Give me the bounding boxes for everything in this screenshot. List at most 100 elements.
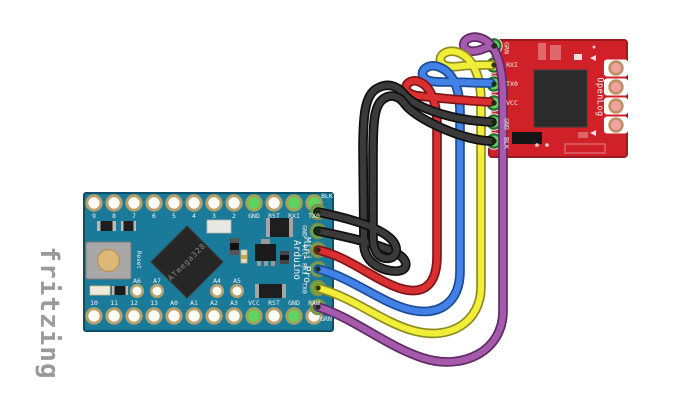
pin-arduino-top-8	[105, 194, 123, 212]
wire-core	[314, 34, 507, 365]
regulator-leg	[271, 261, 275, 266]
silkscreen-mark	[574, 54, 582, 60]
wire-plug-hole	[315, 209, 321, 215]
pin-label-arduino-right-GRN: GRN	[320, 314, 332, 323]
pin-label-arduino-top-4: 4	[192, 211, 196, 220]
smd-resistor-body	[123, 221, 134, 231]
pin-arduino-top-9	[85, 194, 103, 212]
header-hole	[608, 79, 624, 95]
pin-label-arduino-bottom-A0: A0	[170, 298, 178, 307]
pin-label-arduino-bottom-RAW: RAW	[308, 298, 320, 307]
pin-arduino-A7	[149, 283, 165, 299]
polarity-arrow-icon	[590, 130, 596, 136]
polarity-arrow-icon	[590, 55, 596, 61]
pin-label-arduino-top-RST: RST	[268, 211, 280, 220]
pin-arduino-bottom-13	[145, 307, 163, 325]
wire-core	[314, 48, 496, 337]
header-hole	[608, 98, 624, 114]
pin-label-arduino-top-RXI: RXI	[288, 211, 300, 220]
pin-label-arduino-bottom-A3: A3	[230, 298, 238, 307]
pin-arduino-bottom-A3	[225, 307, 243, 325]
pin-arduino-top-2	[225, 194, 243, 212]
pin-arduino-bottom-GND	[285, 307, 303, 325]
wire-outline	[313, 80, 497, 276]
wire-core	[314, 82, 496, 275]
smd-component-body	[259, 284, 282, 298]
wire-plug-hole	[315, 266, 321, 272]
pin-label-openlog-TX0: TX0	[506, 79, 518, 88]
pin-label-openlog-GND: GND	[502, 118, 511, 130]
wire-plug-hole	[491, 100, 497, 106]
pin-arduino-top-6	[145, 194, 163, 212]
pin-label-openlog-VCC: VCC	[506, 98, 518, 107]
pin-label-openlog-RXI: RXI	[506, 60, 518, 69]
pin-label-arduino-bottom-11: 11	[110, 298, 118, 307]
fritzing-watermark: fritzing	[34, 246, 64, 380]
pin-arduino-bottom-A2	[205, 307, 223, 325]
smd-resistor-body	[114, 286, 126, 295]
wires-layer	[313, 32, 508, 367]
reset-button-actuator	[96, 248, 121, 273]
pin-arduino-top-7	[125, 194, 143, 212]
wire-black-gnd	[313, 80, 497, 276]
wire-plug-hole	[491, 119, 497, 125]
pin-arduino-top-RST	[265, 194, 283, 212]
pin-label-arduino-top-3: 3	[212, 211, 216, 220]
wire-plug-hole	[315, 247, 321, 253]
pin-arduino-top-RXI	[285, 194, 303, 212]
components-layer	[85, 43, 606, 299]
wire-yellow-tx0_rxi	[313, 46, 497, 339]
smd-component-band	[280, 255, 289, 260]
pin-arduino-bottom-VCC	[245, 307, 263, 325]
silkscreen-bar	[578, 132, 588, 138]
wire-plug-hole	[315, 285, 321, 291]
wire-plug-hole	[491, 43, 497, 49]
pin-arduino-bottom-A1	[185, 307, 203, 325]
wire-red-vcc	[313, 76, 495, 296]
pin-label-arduino-top-8: 8	[112, 211, 116, 220]
regulator-leg	[257, 261, 261, 266]
pin-label-arduino-top-5: 5	[172, 211, 176, 220]
pin-label-arduino-bottom-GND: GND	[288, 298, 300, 307]
pin-label-openlog-BLK: BLK	[502, 137, 511, 149]
pin-label-arduino-right-TX0: TX0	[300, 282, 309, 294]
smd-capacitor-white	[206, 219, 232, 234]
pin-label-arduino-bottom-10: 10	[90, 298, 98, 307]
pin-label-arduino-A7: A7	[153, 276, 161, 285]
pin-label-arduino-bottom-VCC: VCC	[248, 298, 260, 307]
silkscreen-dot	[592, 45, 596, 49]
voltage-regulator	[255, 244, 276, 261]
silkscreen-dot	[535, 143, 539, 147]
wire-plugs-layer	[315, 43, 497, 310]
pin-arduino-top-4	[185, 194, 203, 212]
wire-plug-hole	[315, 304, 321, 310]
pin-label-arduino-bottom-13: 13	[150, 298, 158, 307]
pin-arduino-bottom-RST	[265, 307, 283, 325]
pin-arduino-top-GND	[245, 194, 263, 212]
wire-purple-grn	[313, 32, 508, 367]
pin-label-arduino-top-6: 6	[152, 211, 156, 220]
reset-label: Reset	[135, 250, 142, 270]
header-hole	[608, 60, 624, 76]
smd-component	[512, 132, 542, 144]
pin-label-arduino-bottom-12: 12	[130, 298, 138, 307]
smd-capacitor-white	[89, 285, 111, 296]
atmega328-chip	[150, 225, 224, 299]
pin-label-arduino-top-2: 2	[232, 211, 236, 220]
wire-core	[314, 62, 495, 315]
wire-core	[314, 92, 495, 262]
pin-arduino-bottom-12	[125, 307, 143, 325]
openlog-chip	[533, 69, 588, 128]
regulator-tab	[261, 239, 270, 244]
pin-label-arduino-top-9: 9	[92, 211, 96, 220]
wire-plug-hole	[491, 138, 497, 144]
silkscreen-bar	[550, 45, 561, 60]
pin-arduino-A4	[209, 283, 225, 299]
pin-label-arduino-A4: A4	[213, 276, 221, 285]
pin-arduino-bottom-10	[85, 307, 103, 325]
pin-arduino-A6	[129, 283, 145, 299]
smd-resistor-body	[100, 221, 113, 231]
silkscreen-dot	[545, 143, 549, 147]
